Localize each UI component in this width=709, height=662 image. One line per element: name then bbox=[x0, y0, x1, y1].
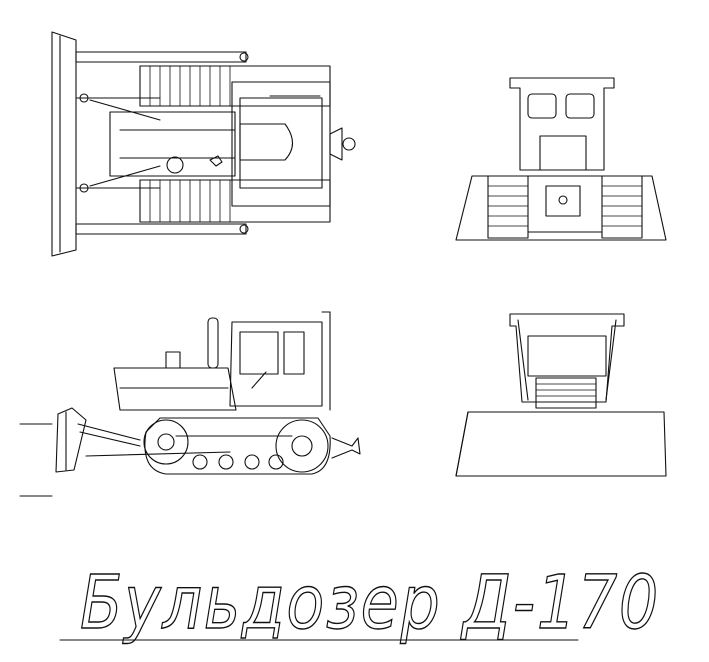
front-view bbox=[455, 313, 667, 477]
top-view bbox=[51, 31, 356, 257]
side-view bbox=[19, 311, 361, 497]
title-text: Бульдозер Д-170 bbox=[80, 560, 660, 646]
drawing-title: Бульдозер Д-170 bbox=[59, 559, 660, 647]
rear-view bbox=[455, 77, 667, 241]
